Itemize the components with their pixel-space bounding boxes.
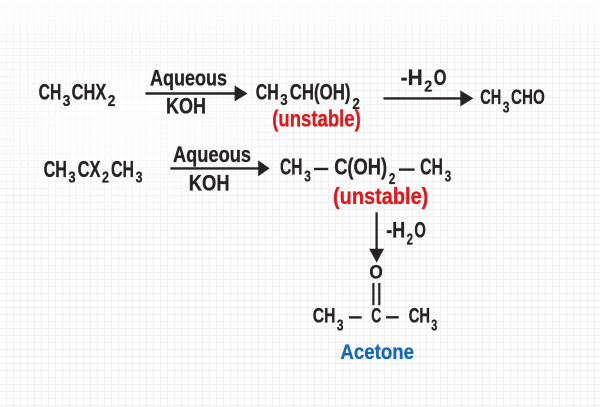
svg-text:3: 3	[280, 92, 287, 109]
svg-text:CH: CH	[44, 156, 67, 182]
svg-text:C: C	[371, 304, 381, 328]
svg-text:CH: CH	[420, 154, 443, 180]
svg-text:3: 3	[503, 99, 510, 116]
svg-text:CH: CH	[256, 79, 279, 104]
svg-text:CH: CH	[409, 304, 430, 328]
svg-text:CH: CH	[313, 304, 336, 328]
svg-text:O: O	[369, 262, 382, 284]
svg-text:CHO: CHO	[511, 85, 545, 109]
svg-text:CH: CH	[480, 85, 501, 109]
svg-text:CH(OH): CH(OH)	[290, 79, 351, 104]
svg-text:O: O	[434, 65, 447, 90]
svg-text:2: 2	[424, 78, 432, 95]
svg-text:3: 3	[136, 169, 143, 186]
svg-text:2: 2	[407, 232, 413, 249]
svg-text:O: O	[414, 218, 426, 243]
svg-text:KOH: KOH	[189, 171, 230, 196]
svg-text:CHX: CHX	[72, 80, 107, 105]
svg-text:Aqueous: Aqueous	[150, 66, 227, 91]
svg-text:(unstable): (unstable)	[333, 183, 428, 209]
svg-text:CX: CX	[78, 156, 101, 182]
svg-text:-H: -H	[401, 65, 423, 90]
svg-text:CH: CH	[39, 80, 62, 105]
svg-text:3: 3	[445, 169, 451, 186]
svg-text:3: 3	[68, 169, 75, 186]
svg-text:Acetone: Acetone	[340, 341, 414, 364]
svg-text:3: 3	[431, 317, 437, 334]
svg-text:2: 2	[352, 96, 360, 113]
svg-text:CH: CH	[280, 154, 303, 180]
svg-text:3: 3	[337, 317, 344, 334]
svg-text:-H: -H	[386, 218, 405, 243]
svg-text:Aqueous: Aqueous	[173, 142, 251, 167]
svg-text:(unstable): (unstable)	[272, 106, 361, 132]
svg-text:3: 3	[304, 169, 311, 186]
svg-text:C(OH): C(OH)	[334, 154, 387, 180]
svg-text:CH: CH	[111, 156, 134, 182]
svg-text:3: 3	[63, 93, 71, 110]
svg-text:2: 2	[102, 169, 109, 186]
svg-text:KOH: KOH	[166, 93, 206, 118]
svg-text:2: 2	[389, 171, 395, 188]
svg-text:2: 2	[108, 93, 116, 110]
